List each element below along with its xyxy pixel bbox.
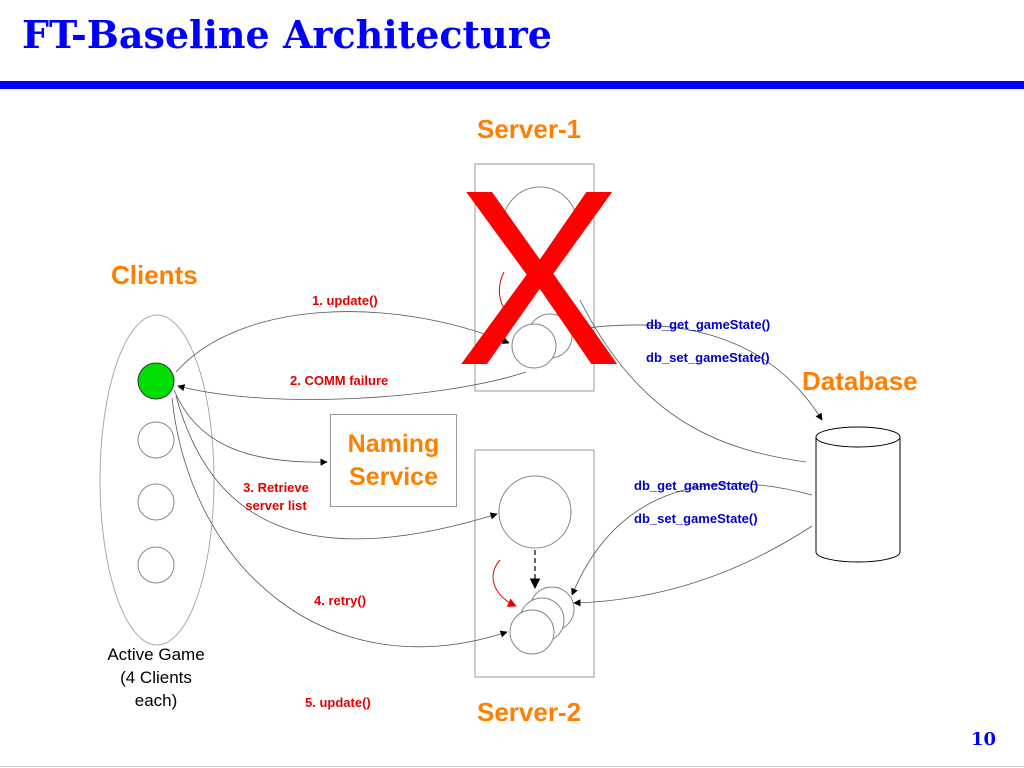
client-node-2[interactable] [137,421,175,459]
server1-internal-arrow [498,271,513,319]
server1-label: Server-1 [477,114,582,144]
server2-db-set-arrow [573,525,813,607]
slide-title: FT-Baseline Architecture [22,12,552,57]
server2-internal-red-arrow [492,559,517,607]
title-underline [0,81,1024,89]
server1-db-set-label: db_set_gameState() [646,350,770,365]
server2-db-set-label: db_set_gameState() [634,511,758,526]
server2-db-get-arrow [571,483,813,596]
comm-failure-label: 2. COMM failure [290,373,389,388]
database-label: Database [802,366,918,396]
server1-db-set-arrow [579,299,807,463]
client-node-4[interactable] [137,546,175,584]
server2-db-get-label: db_get_gameState() [634,478,759,493]
active-game-caption: Active Game (4 Clients each) [107,645,205,710]
server1-failure-x: X [456,138,623,417]
comm-failure-arrow [177,371,527,400]
server2-replica-front[interactable] [509,609,555,655]
client-active-node[interactable] [137,362,175,400]
naming-service-label: Naming Service [347,430,440,491]
clients-label: Clients [111,260,198,290]
server1-db-get-arrow [571,324,823,421]
update5-label: 5. update() [305,695,371,710]
retry-arrow [175,395,498,540]
page-number: 10 [971,729,997,750]
client-group-ellipse [99,314,215,646]
server1-main-object[interactable] [502,186,578,262]
retrieve-arrow [173,389,328,466]
client-node-3[interactable] [137,483,175,521]
retry-label: 4. retry() [314,593,367,608]
footer-divider [0,766,1024,767]
update1-arrow [175,311,510,373]
retrieve-label: 3. Retrieve server list [243,480,309,513]
server1-db-get-label: db_get_gameState() [646,317,771,332]
update5-arrow [171,397,508,648]
update1-label: 1. update() [312,293,378,308]
server2-label: Server-2 [477,697,582,727]
server1-replica-front[interactable] [511,323,557,369]
server2-box[interactable] [474,449,595,678]
server2-main-object[interactable] [498,475,572,549]
database-cylinder[interactable] [815,426,901,563]
naming-service-box[interactable]: Naming Service [330,414,457,507]
server1-box[interactable] [474,163,595,392]
